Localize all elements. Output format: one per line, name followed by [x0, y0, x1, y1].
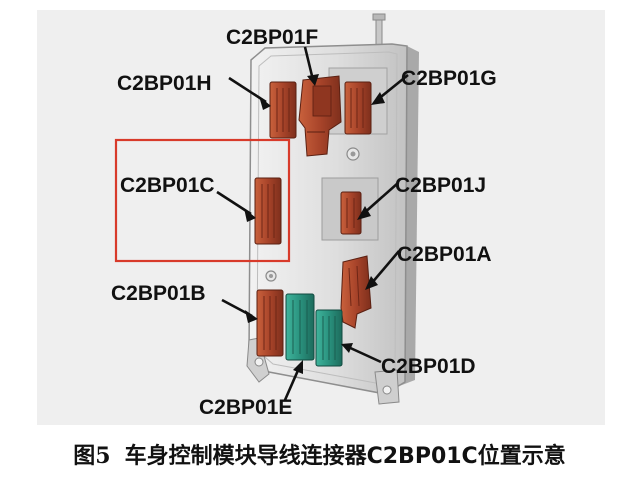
- label-c2bp01f: C2BP01F: [226, 26, 318, 49]
- connector-c2bp01d: [315, 309, 343, 367]
- connector-c2bp01b: [256, 289, 284, 357]
- figure-caption: 图5 车身控制模块导线连接器C2BP01C位置示意: [0, 436, 639, 476]
- connector-c2bp01g: [344, 81, 372, 135]
- connector-c2bp01f: [298, 75, 342, 157]
- label-c2bp01j: C2BP01J: [395, 174, 486, 197]
- label-c2bp01e: C2BP01E: [199, 396, 292, 419]
- label-c2bp01d: C2BP01D: [381, 355, 476, 378]
- label-c2bp01a: C2BP01A: [397, 243, 492, 266]
- highlight-box-c2bp01c: [114, 138, 291, 263]
- figure-number: 图5: [73, 443, 111, 469]
- connector-c2bp01j: [340, 191, 362, 235]
- connector-c2bp01c: [254, 177, 282, 245]
- connector-c2bp01h: [269, 81, 297, 139]
- caption-text: 车身控制模块导线连接器C2BP01C位置示意: [124, 444, 566, 469]
- label-c2bp01g: C2BP01G: [401, 67, 497, 90]
- connector-c2bp01e: [285, 293, 315, 361]
- callout-arrows: [216, 46, 409, 401]
- label-c2bp01h: C2BP01H: [117, 72, 212, 95]
- label-c2bp01b: C2BP01B: [111, 282, 206, 305]
- bcm-connector-diagram: C2BP01F C2BP01H C2BP01G C2BP01C C2BP01J …: [37, 10, 605, 425]
- label-c2bp01c: C2BP01C: [120, 174, 215, 197]
